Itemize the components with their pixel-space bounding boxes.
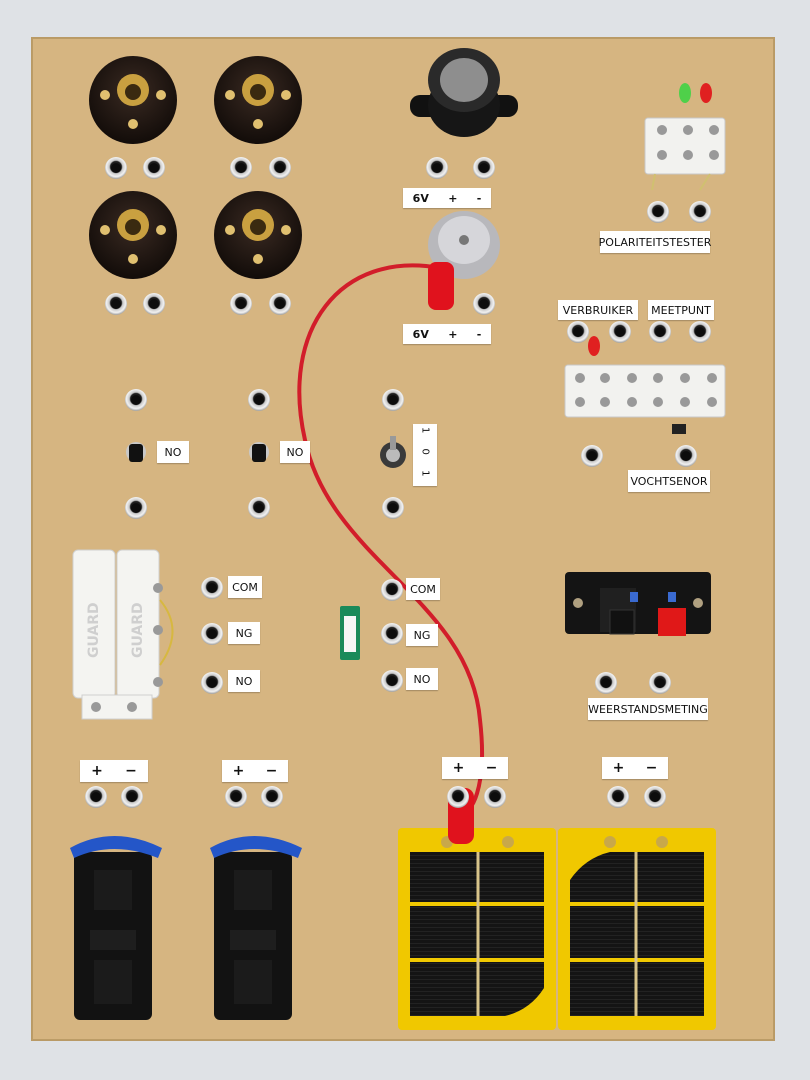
label-weerstandsmeting: WEERSTANDSMETING	[588, 698, 708, 720]
label-polariteitstester: POLARITEITSTESTER	[599, 231, 711, 253]
socket-hole	[254, 395, 264, 405]
label-battery-2-polarity: +−	[222, 760, 288, 782]
socket-hole	[388, 395, 398, 405]
socket-hole	[91, 792, 101, 802]
socket-hole	[267, 792, 277, 802]
socket-hole	[601, 678, 611, 688]
label-reed-no: NO	[406, 668, 438, 690]
polarity-tester-icon	[644, 83, 726, 191]
label-motor-bottom: 6V+-	[403, 324, 491, 344]
label-relay-no: NO	[228, 670, 260, 692]
battery-holder-icon[interactable]	[70, 836, 162, 1020]
resistor-clamp-icon[interactable]	[565, 572, 711, 636]
socket-hole	[149, 299, 159, 309]
label-relay-ng: NG	[228, 622, 260, 644]
socket-hole	[573, 327, 583, 337]
socket-hole	[131, 503, 141, 513]
lamp-holder-icon[interactable]	[89, 56, 177, 144]
battery-holder-icon[interactable]	[210, 836, 302, 1020]
toggle-switch-icon[interactable]	[380, 436, 406, 468]
socket-hole	[615, 327, 625, 337]
terminal-block-icon	[564, 336, 726, 434]
fuse-icon[interactable]	[340, 606, 360, 660]
label-toggle-positions: 1 0 1	[413, 424, 437, 486]
socket-hole	[111, 299, 121, 309]
socket-hole	[236, 299, 246, 309]
lamp-holder-icon[interactable]	[214, 56, 302, 144]
socket-hole	[587, 451, 597, 461]
socket-hole	[275, 163, 285, 173]
label-battery-1-polarity: +−	[80, 760, 148, 782]
socket-hole	[650, 792, 660, 802]
socket-hole	[695, 327, 705, 337]
label-solar-2-polarity: +−	[602, 757, 668, 779]
label-verbruiker: VERBRUIKER	[558, 300, 638, 320]
socket-hole	[613, 792, 623, 802]
socket-hole	[231, 792, 241, 802]
push-button-icon[interactable]	[126, 442, 146, 462]
socket-hole	[387, 585, 397, 595]
label-relay-com: COM	[228, 576, 262, 598]
socket-hole	[254, 503, 264, 513]
socket-group[interactable]	[85, 157, 711, 808]
guard-text-1: GUARD	[86, 602, 102, 658]
socket-hole	[681, 451, 691, 461]
label-motor-top: 6V+-	[403, 188, 491, 208]
socket-hole	[653, 207, 663, 217]
label-button-1-no: NO	[157, 441, 189, 463]
socket-hole	[479, 163, 489, 173]
socket-hole	[111, 163, 121, 173]
guard-text-2: GUARD	[130, 602, 146, 658]
socket-hole	[479, 299, 489, 309]
socket-hole	[432, 163, 442, 173]
socket-hole	[655, 678, 665, 688]
label-reed-ng: NG	[406, 624, 438, 646]
socket-hole	[131, 395, 141, 405]
label-meetpunt: MEETPUNT	[648, 300, 714, 320]
socket-hole	[490, 792, 500, 802]
socket-hole	[236, 163, 246, 173]
label-button-2-no: NO	[280, 441, 310, 463]
lamp-holder-icon[interactable]	[214, 191, 302, 279]
socket-hole	[275, 299, 285, 309]
reed-switch-icon[interactable]	[72, 549, 174, 720]
socket-hole	[387, 629, 397, 639]
socket-hole	[207, 583, 217, 593]
socket-hole	[127, 792, 137, 802]
label-vochtsenor: VOCHTSENOR	[628, 470, 710, 492]
socket-hole	[695, 207, 705, 217]
push-button-icon[interactable]	[249, 442, 269, 462]
buzzer-icon[interactable]	[410, 48, 518, 137]
socket-hole	[453, 792, 463, 802]
label-reed-com: COM	[406, 578, 440, 600]
socket-hole	[149, 163, 159, 173]
solar-panel-icon[interactable]	[398, 828, 556, 1030]
socket-hole	[388, 503, 398, 513]
solar-panel-icon[interactable]	[558, 828, 716, 1030]
socket-hole	[207, 678, 217, 688]
socket-hole	[207, 629, 217, 639]
lamp-holder-icon[interactable]	[89, 191, 177, 279]
socket-hole	[387, 676, 397, 686]
label-solar-1-polarity: +−	[442, 757, 508, 779]
socket-hole	[655, 327, 665, 337]
